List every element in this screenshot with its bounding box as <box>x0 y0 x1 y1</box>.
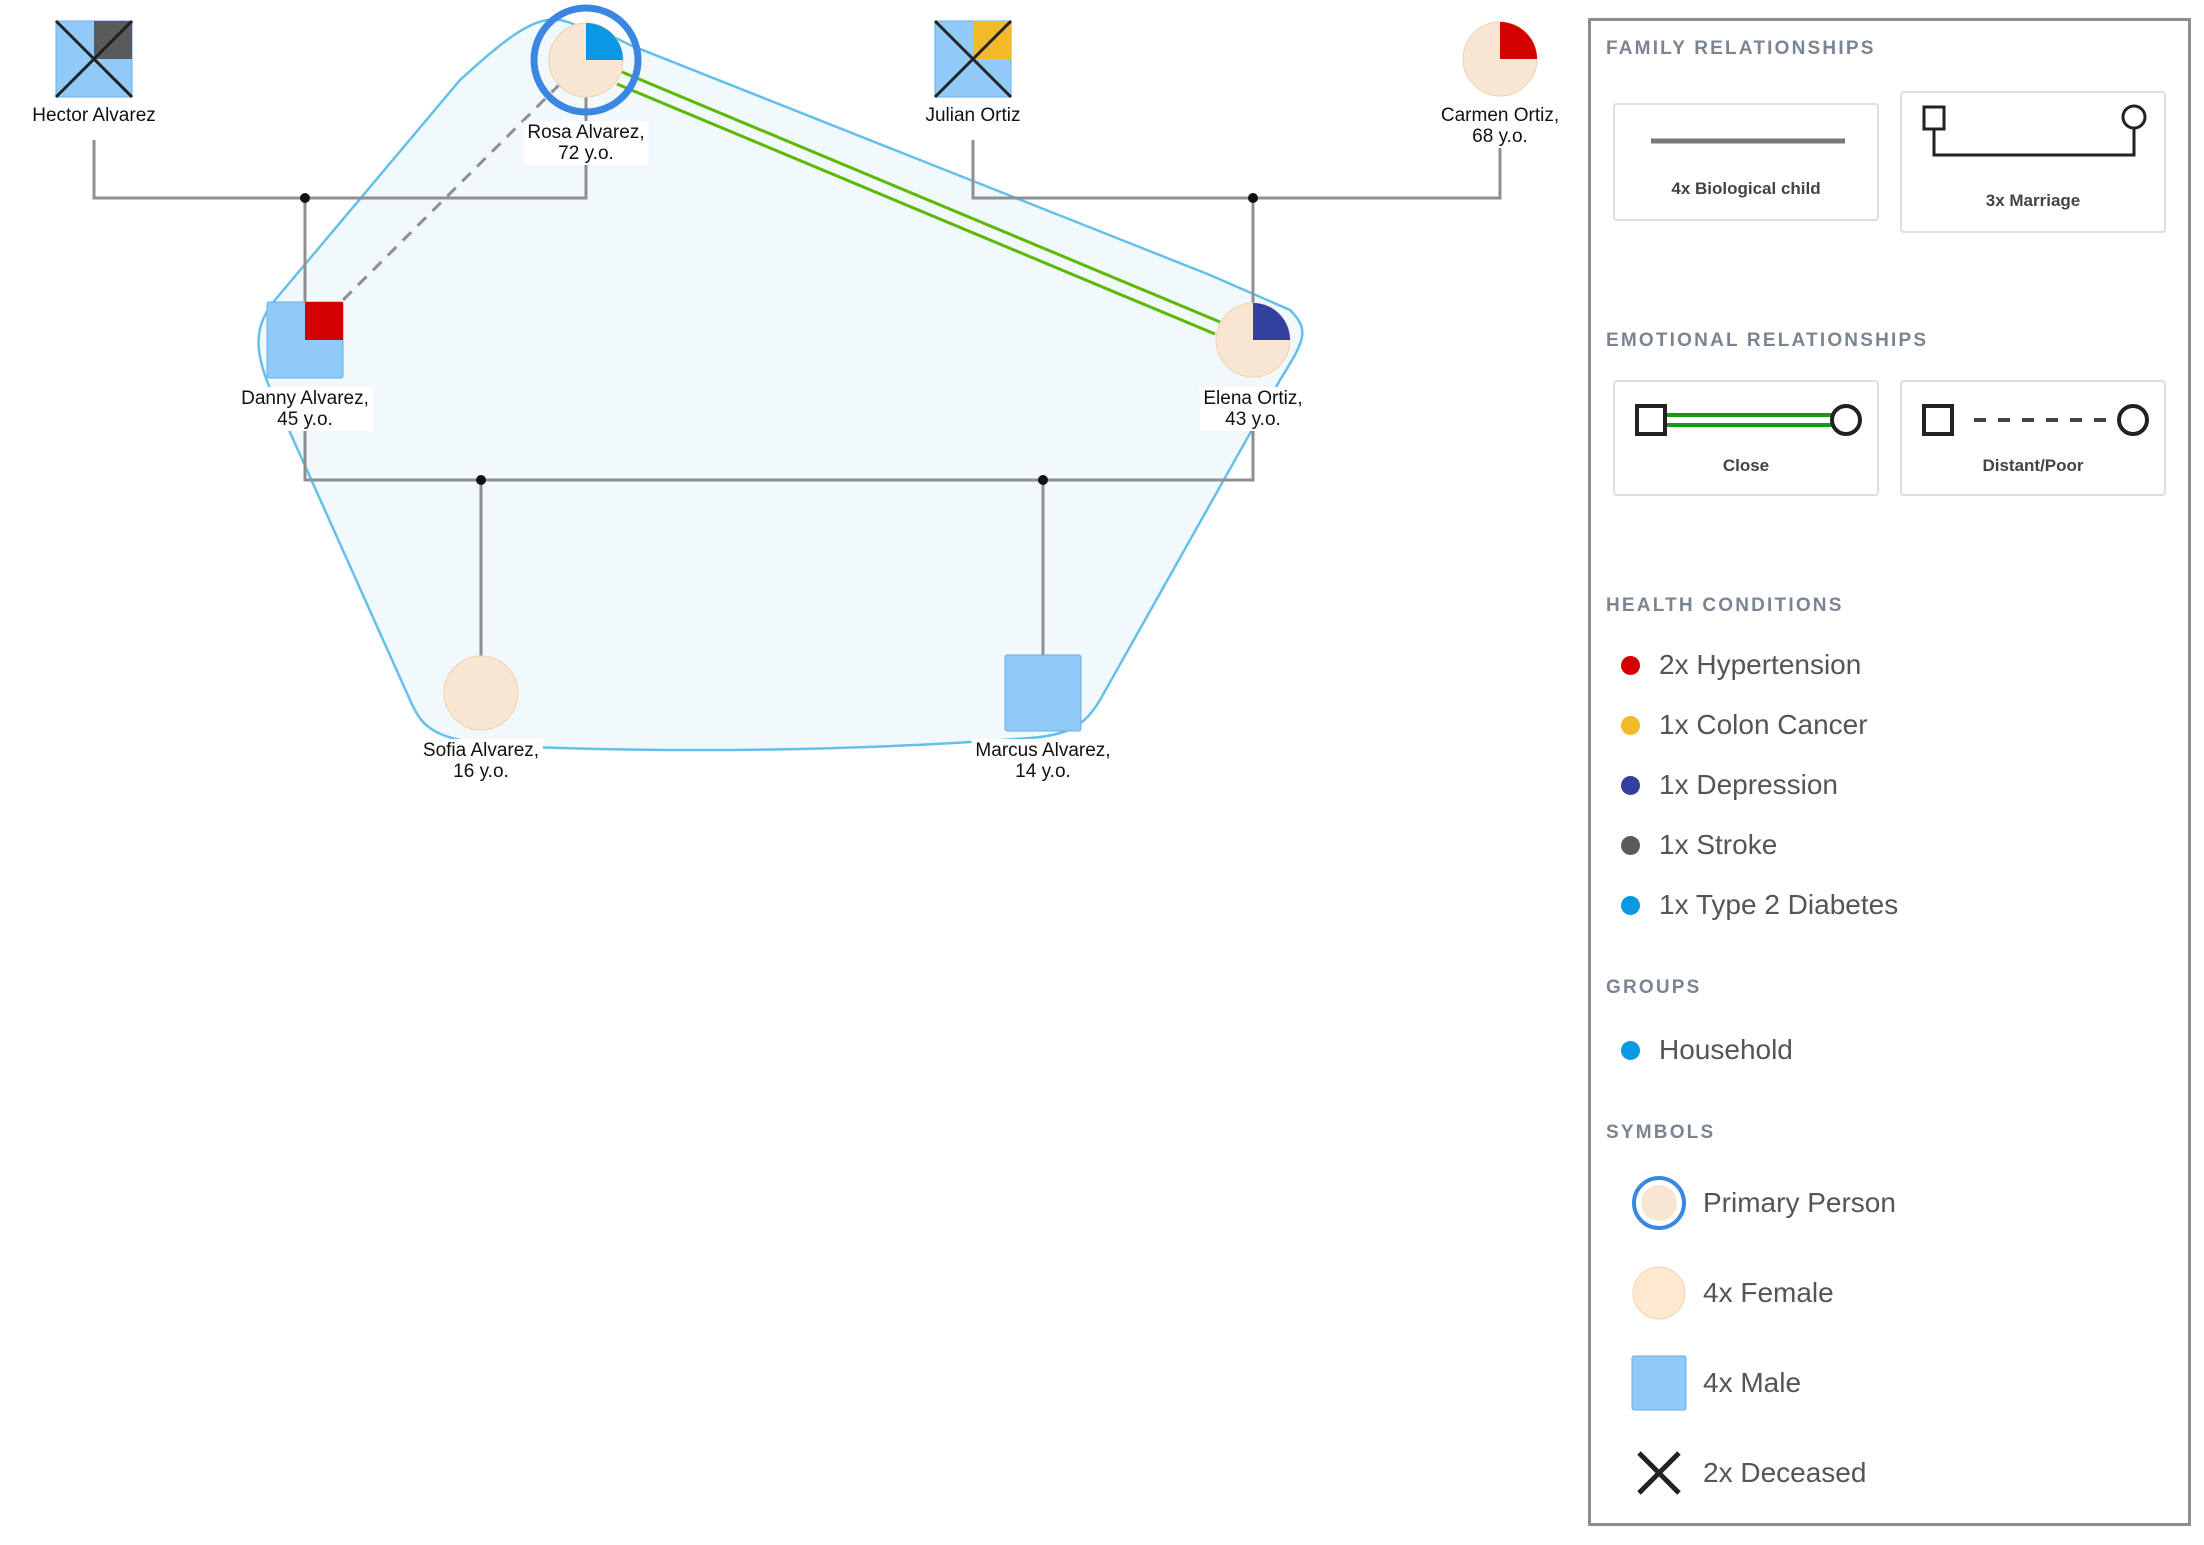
legend-groups-title: GROUPS <box>1606 977 1702 998</box>
genogram-diagram: Hector Alvarez Rosa Alvarez, 72 y.o. Jul… <box>28 4 1564 783</box>
hypertension-dot-icon <box>1621 655 1640 675</box>
condition-depression-marker <box>1253 303 1290 340</box>
emotional-close-rosa-elena[interactable] <box>616 70 1221 336</box>
person-age: 43 y.o. <box>1225 409 1281 430</box>
person-elena-ortiz[interactable] <box>1215 302 1291 378</box>
health-item-label: 1x Stroke <box>1659 829 1778 860</box>
legend-health-item[interactable]: 2x Hypertension <box>1621 649 1861 681</box>
health-item-label: 2x Hypertension <box>1659 649 1862 680</box>
person-age: 14 y.o. <box>1015 761 1071 782</box>
depression-dot-icon <box>1621 775 1640 795</box>
household-group-hull[interactable] <box>257 18 1304 752</box>
person-hector-alvarez[interactable] <box>54 19 134 99</box>
health-item-label: 1x Colon Cancer <box>1659 709 1868 740</box>
person-name: Carmen Ortiz, <box>1440 105 1560 126</box>
primary-person-icon <box>1632 1176 1686 1230</box>
label-elena: Elena Ortiz, 43 y.o. <box>1199 387 1307 431</box>
label-sofia: Sofia Alvarez, 16 y.o. <box>418 739 544 783</box>
legend-symbol-deceased[interactable]: 2x Deceased <box>1629 1443 1866 1503</box>
colon-cancer-dot-icon <box>1621 715 1640 735</box>
female-icon <box>1632 1266 1686 1320</box>
label-carmen: Carmen Ortiz, 68 y.o. <box>1436 104 1564 148</box>
legend-symbol-male[interactable]: 4x Male <box>1629 1353 1801 1413</box>
label-danny: Danny Alvarez, 45 y.o. <box>237 387 373 431</box>
primary-person-ring <box>530 4 642 116</box>
distant-label: Distant/Poor <box>1982 456 2084 475</box>
condition-hypertension-marker <box>1500 22 1537 59</box>
junction-dot <box>300 193 310 203</box>
legend-symbol-primary[interactable]: Primary Person <box>1629 1173 1896 1233</box>
legend-card-close[interactable]: Close <box>1613 380 1879 496</box>
health-item-label: 1x Depression <box>1659 769 1838 800</box>
legend-health-title: HEALTH CONDITIONS <box>1606 595 1844 616</box>
close-label: Close <box>1722 456 1770 475</box>
marriage-danny-elena[interactable] <box>303 418 1255 482</box>
person-julian-ortiz[interactable] <box>933 19 1013 99</box>
person-rosa-alvarez[interactable] <box>530 4 642 116</box>
bio-child-label: 4x Biological child <box>1671 179 1821 198</box>
person-name: Elena Ortiz, <box>1203 388 1303 409</box>
person-name: Rosa Alvarez, <box>527 122 645 143</box>
person-age: 72 y.o. <box>558 143 614 164</box>
symbol-label: 2x Deceased <box>1703 1457 1867 1488</box>
legend-health-item[interactable]: 1x Type 2 Diabetes <box>1621 889 1898 921</box>
legend-group-item[interactable]: Household <box>1621 1034 1793 1066</box>
deceased-cross-icon <box>1637 1451 1681 1495</box>
group-item-label: Household <box>1659 1034 1793 1065</box>
male-icon <box>1631 1355 1687 1411</box>
legend-family-title: FAMILY RELATIONSHIPS <box>1606 38 1876 59</box>
person-name: Hector Alvarez <box>32 105 156 126</box>
junction-dot <box>1038 475 1048 485</box>
person-name: Danny Alvarez, <box>241 388 369 409</box>
household-dot-icon <box>1621 1040 1640 1060</box>
person-danny-alvarez[interactable] <box>266 301 344 379</box>
legend-health-item[interactable]: 1x Depression <box>1621 769 1838 801</box>
emotional-distant-rosa-danny[interactable] <box>336 82 562 307</box>
label-julian: Julian Ortiz <box>921 104 1025 127</box>
person-name: Julian Ortiz <box>925 105 1021 126</box>
stroke-dot-icon <box>1621 835 1640 855</box>
genogram-canvas <box>54 4 1538 752</box>
health-item-label: 1x Type 2 Diabetes <box>1659 889 1899 920</box>
label-rosa: Rosa Alvarez, 72 y.o. <box>523 121 649 165</box>
person-name: Marcus Alvarez, <box>975 740 1111 761</box>
person-name: Sofia Alvarez, <box>422 740 540 761</box>
legend-symbol-female[interactable]: 4x Female <box>1629 1263 1834 1323</box>
person-sofia-alvarez[interactable] <box>443 655 519 731</box>
person-age: 45 y.o. <box>277 409 333 430</box>
person-age: 68 y.o. <box>1472 126 1528 147</box>
marriage-julian-carmen[interactable] <box>971 140 1502 200</box>
legend-emotional-title: EMOTIONAL RELATIONSHIPS <box>1606 330 1929 351</box>
symbol-label: 4x Female <box>1703 1277 1834 1308</box>
label-hector: Hector Alvarez <box>28 104 160 127</box>
junction-dot <box>476 475 486 485</box>
legend-health-item[interactable]: 1x Colon Cancer <box>1621 709 1868 741</box>
legend-card-marriage[interactable]: 3x Marriage <box>1900 91 2166 233</box>
legend-card-bio-child[interactable]: 4x Biological child <box>1613 103 1879 221</box>
marriage-label: 3x Marriage <box>1985 191 2081 210</box>
condition-hypertension-marker <box>305 302 343 340</box>
legend-panel: FAMILY RELATIONSHIPS 4x Biological child… <box>1588 18 2191 1526</box>
person-age: 16 y.o. <box>453 761 509 782</box>
type-2-diabetes-dot-icon <box>1621 895 1640 915</box>
person-marcus-alvarez[interactable] <box>1004 654 1082 732</box>
condition-diabetes-marker <box>586 23 623 60</box>
legend-symbols-title: SYMBOLS <box>1606 1122 1716 1143</box>
symbol-label: Primary Person <box>1703 1187 1896 1218</box>
symbol-label: 4x Male <box>1703 1367 1802 1398</box>
label-marcus: Marcus Alvarez, 14 y.o. <box>971 739 1115 783</box>
legend-card-distant[interactable]: Distant/Poor <box>1900 380 2166 496</box>
person-carmen-ortiz[interactable] <box>1462 21 1538 97</box>
legend-health-item[interactable]: 1x Stroke <box>1621 829 1777 861</box>
junction-dot <box>1248 193 1258 203</box>
